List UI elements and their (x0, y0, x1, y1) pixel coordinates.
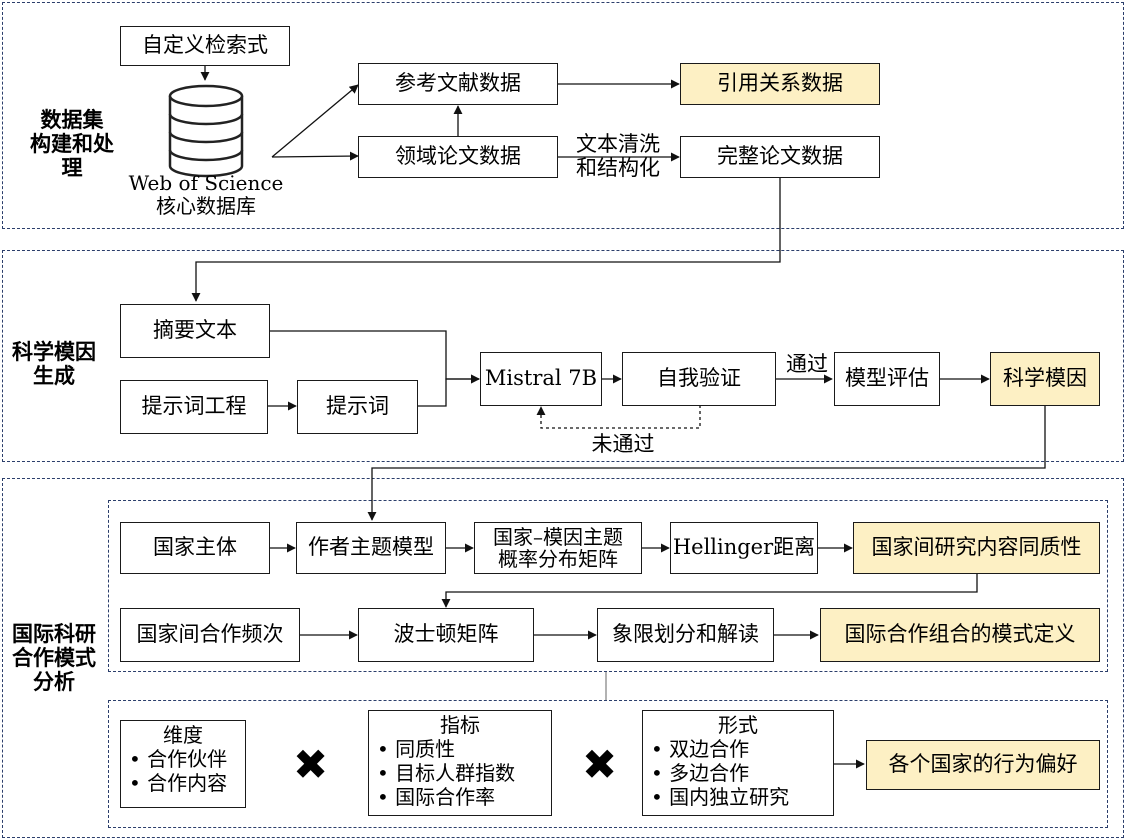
pass-text: 通过 (786, 352, 828, 376)
citation-data-box: 引用关系数据 (680, 63, 880, 105)
field-papers-box: 领域论文数据 (358, 136, 558, 178)
label-text: 科学模因 生成 (12, 340, 96, 389)
label-text: 国际科研 合作模式 分析 (12, 622, 96, 695)
model-eval-text: 模型评估 (845, 366, 929, 391)
custom-query-box: 自定义检索式 (120, 26, 290, 66)
indicator-item: 国际合作率 (377, 785, 543, 809)
section-label-dataset: 数据集 构建和处理 (22, 108, 122, 180)
label-text: 数据集 构建和处理 (30, 108, 114, 181)
wos-line2: 核心数据库 (156, 194, 256, 218)
form-item: 双边合作 (651, 737, 825, 761)
behavior-preference-text: 各个国家的行为偏好 (888, 752, 1078, 777)
country-text: 国家主体 (153, 535, 237, 560)
indicator-title: 指标 (440, 713, 480, 737)
multiply-icon: ✖ (293, 740, 329, 789)
bcg-matrix-box: 波士顿矩阵 (358, 608, 534, 662)
database-icon (168, 84, 244, 178)
dimension-item: 合作内容 (129, 771, 237, 795)
scientific-meme-text: 科学模因 (1003, 366, 1087, 391)
self-verify-text: 自我验证 (657, 366, 741, 391)
model-eval-box: 模型评估 (834, 352, 940, 406)
form-title: 形式 (718, 713, 758, 737)
field-papers-text: 领域论文数据 (395, 144, 521, 169)
author-topic-text: 作者主题模型 (308, 535, 434, 560)
country-box: 国家主体 (120, 522, 270, 574)
prompt-text: 提示词 (326, 394, 389, 419)
section-dataset (2, 2, 1124, 229)
reference-data-box: 参考文献数据 (358, 63, 558, 105)
fail-text: 未通过 (591, 432, 655, 456)
bcg-matrix-text: 波士顿矩阵 (393, 622, 499, 647)
self-verify-box: 自我验证 (622, 352, 776, 406)
clean-line2: 和结构化 (576, 156, 660, 181)
abstract-text: 摘要文本 (153, 318, 237, 343)
wos-line1: Web of Science (128, 171, 284, 195)
prompt-engineering-box: 提示词工程 (120, 380, 268, 434)
section-meme-generation (2, 250, 1124, 462)
abstract-box: 摘要文本 (120, 304, 270, 358)
coop-frequency-box: 国家间合作频次 (120, 608, 300, 662)
citation-data-text: 引用关系数据 (717, 71, 843, 96)
quadrant-text: 象限划分和解读 (612, 622, 759, 647)
multiply-icon: ✖ (582, 740, 618, 789)
hellinger-text: Hellinger距离 (672, 535, 816, 560)
full-papers-box: 完整论文数据 (680, 136, 880, 178)
matrix-line1: 国家–模因主题 (493, 525, 623, 549)
fail-label: 未通过 (578, 432, 668, 456)
dimension-list: 维度 合作伙伴 合作内容 (120, 720, 246, 808)
form-item: 国内独立研究 (651, 785, 825, 809)
subsection-pattern-dimensions (108, 700, 1108, 828)
dimension-item: 合作伙伴 (129, 747, 237, 771)
mistral-text: Mistral 7B (484, 366, 598, 391)
indicator-item: 目标人群指数 (377, 761, 543, 785)
reference-data-text: 参考文献数据 (395, 71, 521, 96)
subsection-analysis-pipeline (108, 500, 1108, 672)
clean-line1: 文本清洗 (576, 132, 660, 156)
dimension-title: 维度 (163, 723, 203, 747)
hellinger-box: Hellinger距离 (670, 522, 818, 574)
prompt-engineering-text: 提示词工程 (141, 394, 247, 419)
scientific-meme-box: 科学模因 (990, 352, 1100, 406)
pattern-definition-box: 国际合作组合的模式定义 (820, 608, 1100, 662)
coop-frequency-text: 国家间合作频次 (136, 622, 284, 647)
section-label-analysis: 国际科研 合作模式 分析 (4, 622, 104, 694)
topic-matrix-box: 国家–模因主题 概率分布矩阵 (474, 522, 642, 574)
behavior-preference-box: 各个国家的行为偏好 (866, 740, 1100, 790)
custom-query-text: 自定义检索式 (142, 33, 268, 58)
form-list: 形式 双边合作 多边合作 国内独立研究 (642, 710, 834, 816)
pass-label: 通过 (780, 352, 834, 376)
section-cooperation-analysis (2, 478, 1124, 838)
full-papers-text: 完整论文数据 (717, 144, 843, 169)
homogeneity-text: 国家间研究内容同质性 (871, 535, 1082, 560)
pattern-definition-text: 国际合作组合的模式定义 (844, 622, 1076, 647)
homogeneity-box: 国家间研究内容同质性 (853, 522, 1100, 574)
matrix-line2: 概率分布矩阵 (498, 547, 618, 571)
indicator-list: 指标 同质性 目标人群指数 国际合作率 (368, 710, 552, 816)
form-item: 多边合作 (651, 761, 825, 785)
indicator-item: 同质性 (377, 737, 543, 761)
section-label-meme: 科学模因 生成 (4, 340, 104, 388)
mistral-box: Mistral 7B (480, 352, 602, 406)
author-topic-box: 作者主题模型 (296, 522, 446, 574)
wos-label: Web of Science 核心数据库 (118, 172, 294, 218)
prompt-box: 提示词 (297, 380, 418, 434)
text-cleaning-label: 文本清洗 和结构化 (562, 132, 674, 180)
quadrant-box: 象限划分和解读 (597, 608, 774, 662)
